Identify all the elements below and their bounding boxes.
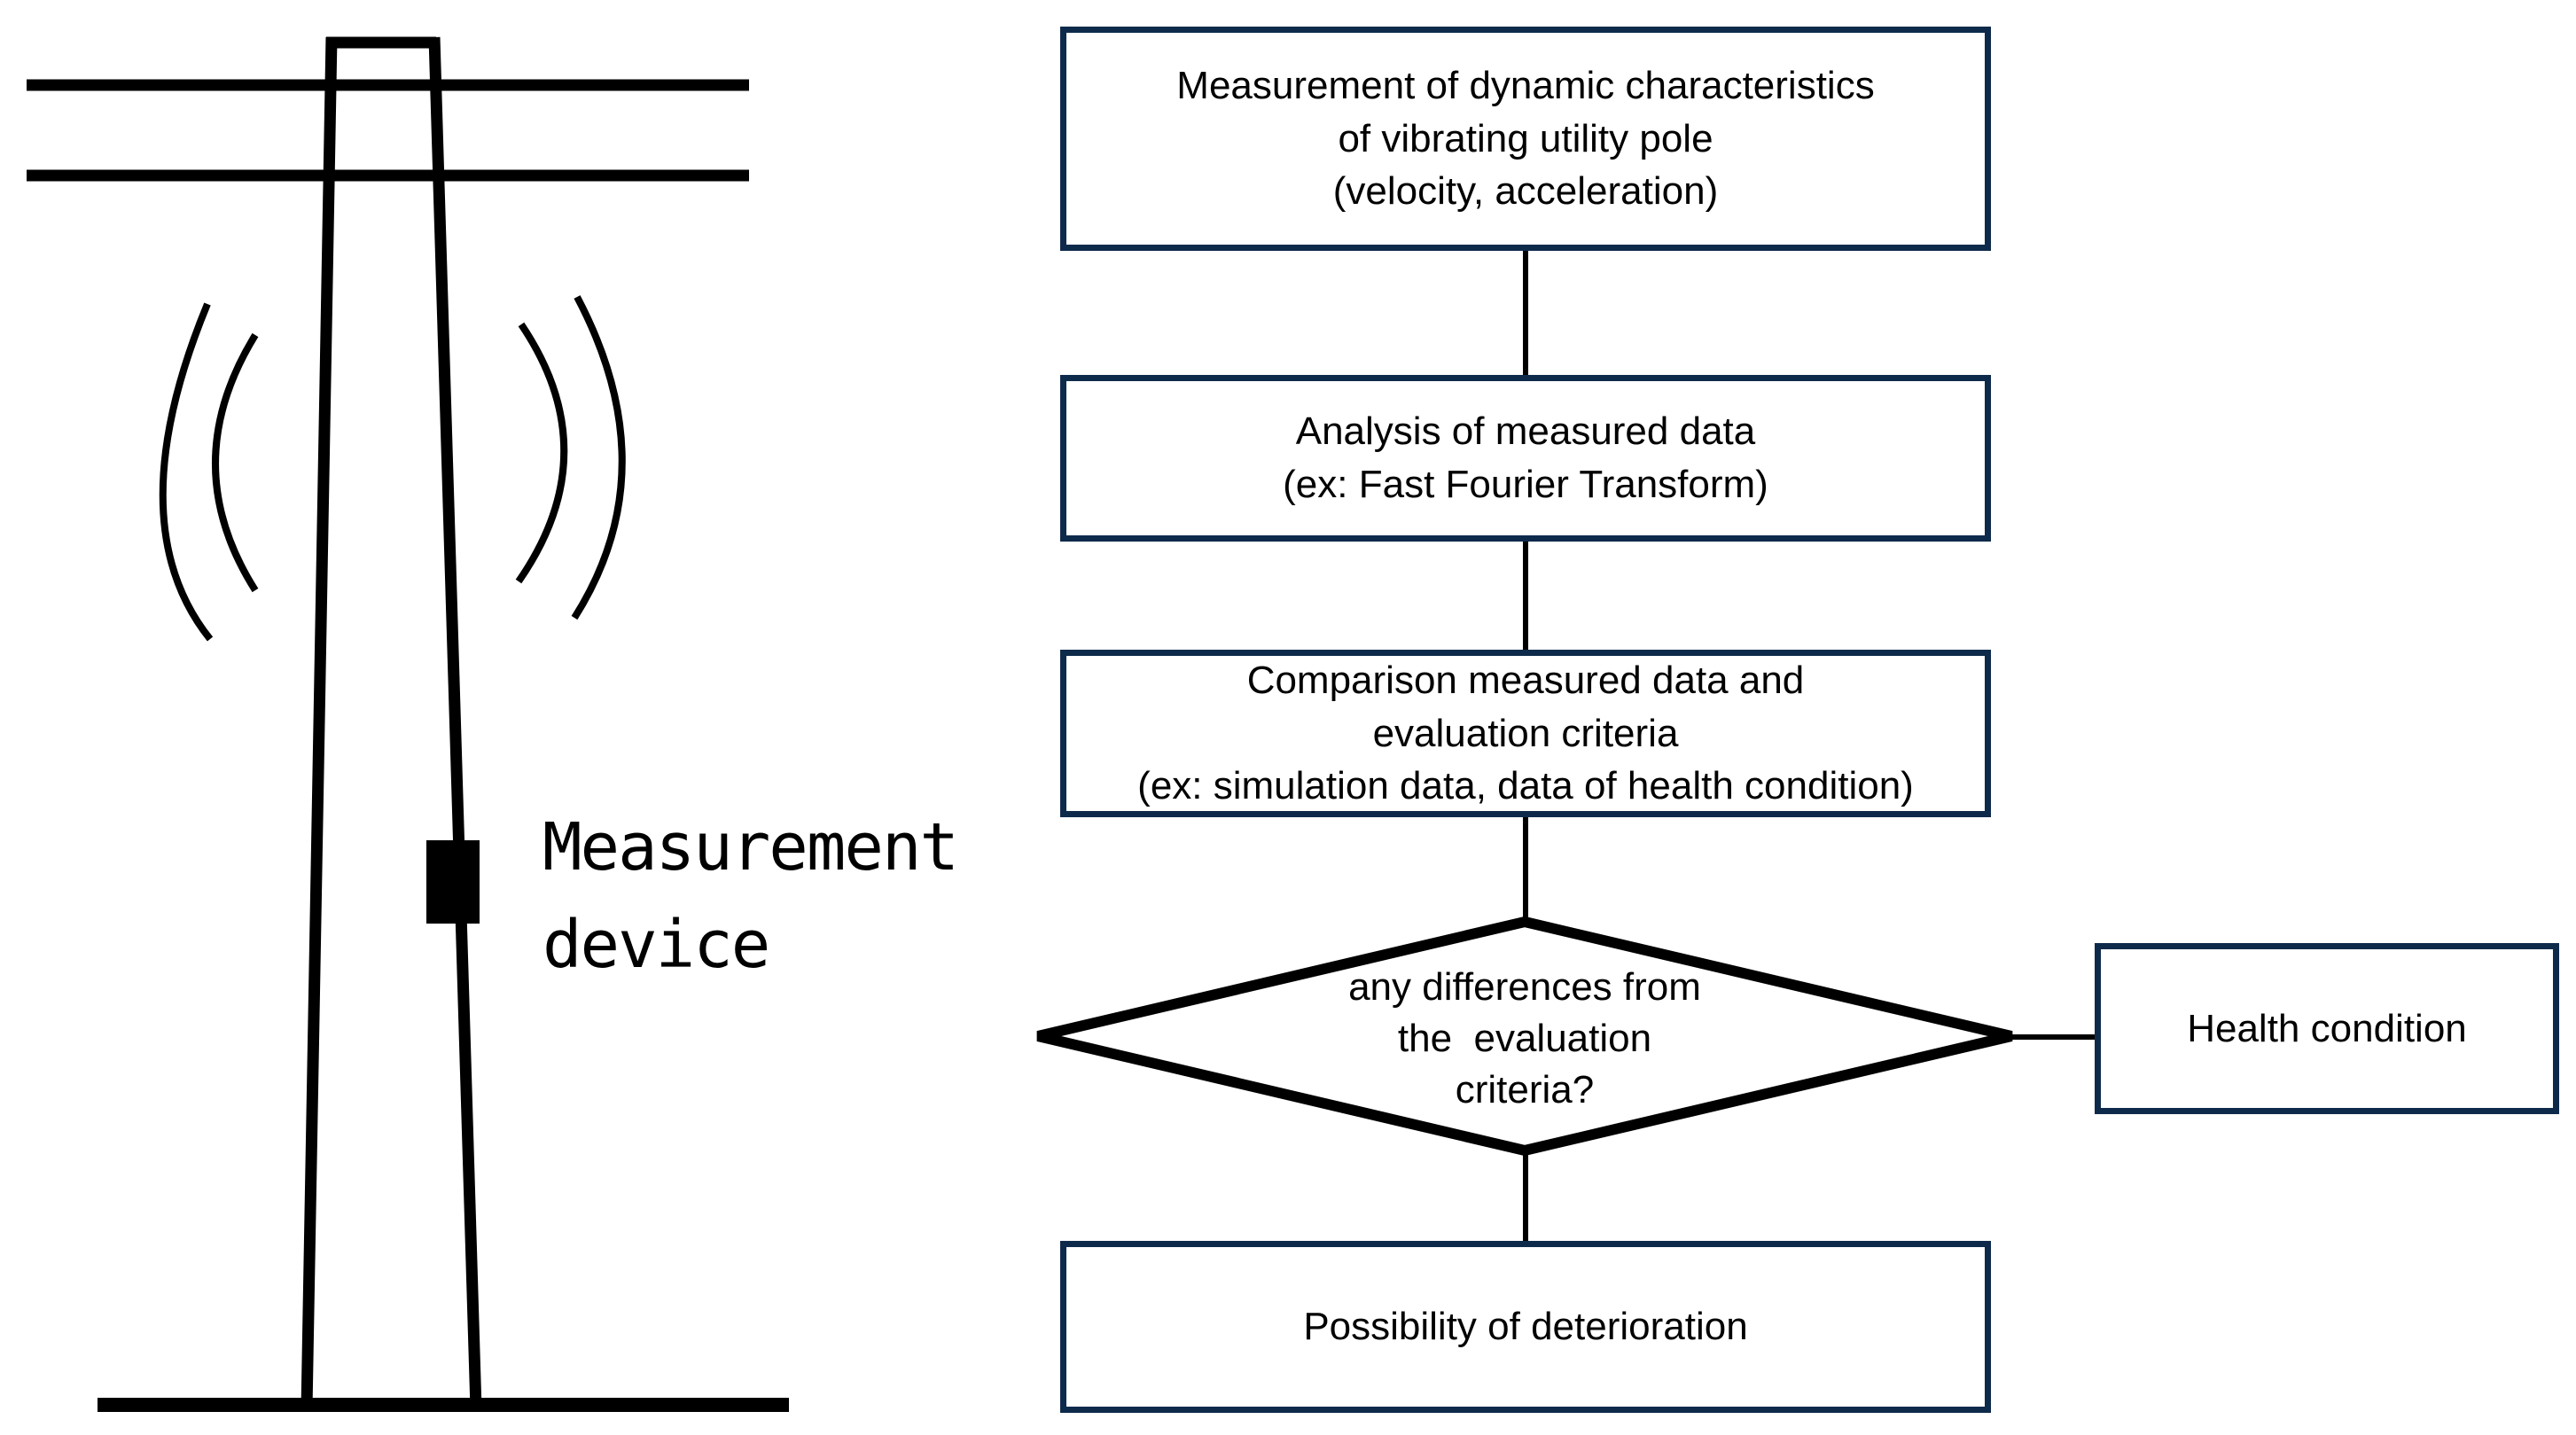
decision-diamond-shape: [1036, 916, 2013, 1157]
utility-pole-illustration: [27, 36, 789, 1412]
connector-analysis-to-comparison: [1523, 542, 1528, 650]
connector-comparison-to-decision: [1523, 817, 1528, 924]
decision-diamond: [1036, 916, 2013, 1157]
flow-step-health-condition: Health condition: [2095, 943, 2559, 1114]
vibration-arc-right-inner: [515, 322, 568, 584]
connector-measurement-to-analysis: [1523, 251, 1528, 375]
vibration-arc-left-inner: [212, 332, 259, 593]
decision-label: any differences from the evaluation crit…: [1348, 964, 1701, 1112]
flow-step-comparison: Comparison measured data and evaluation …: [1060, 650, 1991, 817]
measurement-device-label: Measurement device: [543, 809, 959, 983]
pole-left-edge: [301, 36, 338, 1410]
connector-decision-to-deterioration: [1523, 1149, 1528, 1241]
flow-step-measurement: Measurement of dynamic characteristics o…: [1060, 27, 1991, 251]
measurement-device-marker: [426, 840, 480, 924]
vibration-arc-right-outer: [571, 295, 626, 620]
flow-step-analysis: Analysis of measured data (ex: Fast Four…: [1060, 375, 1991, 542]
pole-right-edge: [428, 36, 482, 1410]
flow-step-possibility-of-deterioration: Possibility of deterioration: [1060, 1241, 1991, 1413]
connector-decision-to-health: [2009, 1034, 2097, 1040]
vibration-arc-left-outer: [159, 302, 214, 642]
